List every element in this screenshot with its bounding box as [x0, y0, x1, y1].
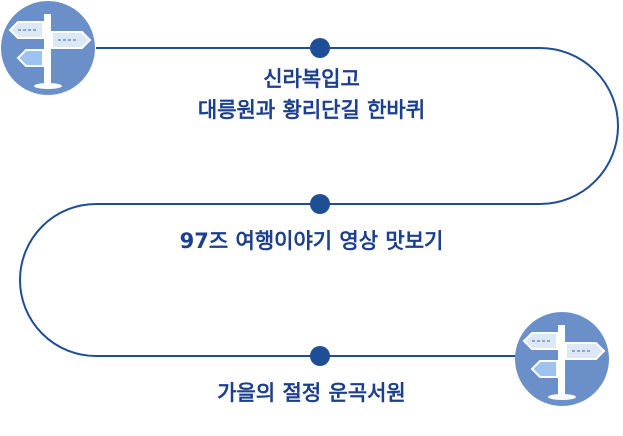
stop-dot-3 — [310, 346, 330, 366]
stop-label-2: 97즈 여행이야기 영상 맛보기 — [0, 226, 623, 257]
stop-dot-2 — [310, 194, 330, 214]
stop-1-line-1: 신라복입고 — [263, 67, 360, 91]
signpost-icon — [515, 312, 609, 406]
stop-3-line-1: 가을의 절정 운곡서원 — [217, 381, 406, 405]
stop-label-3: 가을의 절정 운곡서원 — [0, 378, 623, 409]
stop-dot-1 — [310, 38, 330, 58]
stop-label-1: 신라복입고 대릉원과 황리단길 한바퀴 — [0, 64, 623, 126]
stop-2-line-1: 97즈 여행이야기 영상 맛보기 — [179, 229, 444, 253]
signpost-icon — [1, 1, 95, 95]
route-line — [19, 47, 619, 357]
stop-1-line-2: 대릉원과 황리단길 한바퀴 — [197, 98, 426, 122]
